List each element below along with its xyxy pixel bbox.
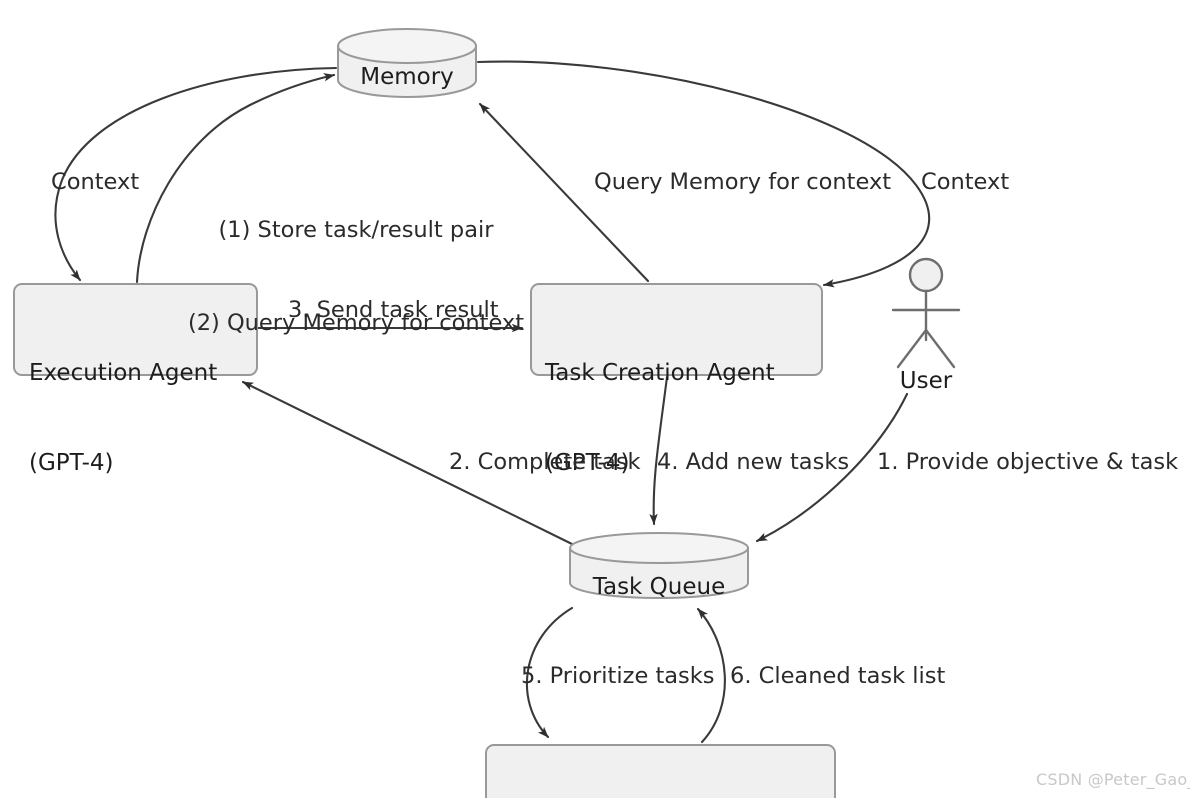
edge-label-taskqueue-to-prioritization: 5. Prioritize tasks [521,663,715,689]
edge-label-execution-to-memory: (1) Store task/result pair (2) Query Mem… [182,153,530,401]
edge-taskqueue-to-prioritization [525,606,574,739]
edge-layer [54,60,931,744]
edge-user-to-taskqueue [755,392,909,543]
edge-label-taskcreation-to-taskqueue: 4. Add new tasks [657,449,850,475]
actor-legs-icon [896,328,956,369]
edge-label-memory-to-execution: Context [51,169,140,195]
edge-execution-to-memory [135,73,336,284]
node-layer [13,28,961,798]
edge-label-execution-to-memory-line1: (1) Store task/result pair [218,217,494,243]
node-user-actor[interactable] [891,257,961,369]
actor-head-icon [908,257,944,293]
node-task-queue[interactable] [569,532,749,599]
edge-label-execution-to-taskcreation: 3. Send task result [288,297,499,323]
edge-taskqueue-to-execution [241,380,576,547]
csdn-watermark: CSDN @Peter_Gao_ [1036,770,1190,789]
node-task-creation-agent[interactable] [530,283,823,376]
edge-memory-to-execution [54,66,338,282]
edge-label-taskcreation-to-memory: Query Memory for context [594,169,892,195]
edge-taskcreation-to-memory [478,102,650,283]
edge-label-prioritization-to-taskqueue: 6. Cleaned task list [730,663,946,689]
edge-taskcreation-to-taskqueue [649,375,669,526]
edge-label-taskqueue-to-execution: 2. Complete task [449,449,641,475]
edge-label-user-to-taskqueue: 1. Provide objective & task [877,449,1179,475]
edge-memory-to-taskcreation [476,60,931,288]
edge-prioritization-to-taskqueue [696,607,726,744]
edge-label-memory-to-taskcreation: Context [921,169,1010,195]
node-task-prioritization-agent[interactable] [485,744,836,798]
node-memory[interactable] [337,28,477,98]
node-execution-agent[interactable] [13,283,258,376]
edge-label-execution-to-memory-line2: (2) Query Memory for context [187,310,525,336]
